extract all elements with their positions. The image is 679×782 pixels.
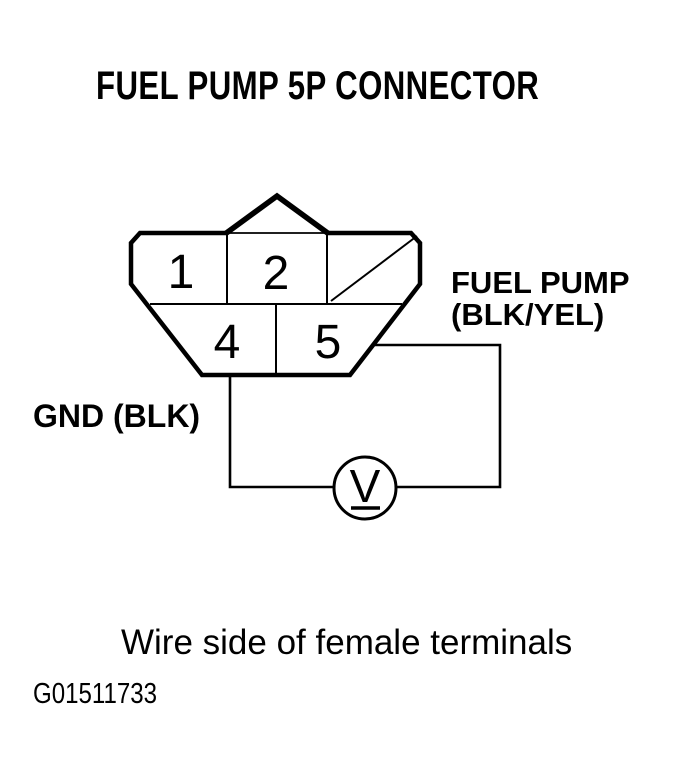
fuel-pump-wire-label-line1: FUEL PUMP	[451, 265, 630, 300]
unused-cavity-diagonal	[330, 235, 418, 302]
terminal-5-label: 5	[315, 316, 342, 369]
diagram-caption: Wire side of female terminals	[121, 623, 573, 662]
ground-wire-label: GND (BLK)	[33, 398, 201, 434]
terminal-1-label: 1	[168, 246, 195, 299]
fuel-pump-wire-label-line2: (BLK/YEL)	[451, 297, 605, 332]
terminal-4-label: 4	[214, 316, 241, 369]
test-circuit-wire	[228, 343, 502, 489]
connector-keying-tab	[223, 192, 331, 237]
figure-id: G01511733	[33, 678, 158, 710]
voltmeter-symbol: V	[350, 460, 381, 512]
terminal-2-label: 2	[263, 247, 290, 300]
fuel-pump-wire-label: FUEL PUMP (BLK/YEL)	[451, 267, 630, 331]
voltmeter-circle	[332, 455, 398, 521]
page-title: FUEL PUMP 5P CONNECTOR	[96, 64, 540, 108]
